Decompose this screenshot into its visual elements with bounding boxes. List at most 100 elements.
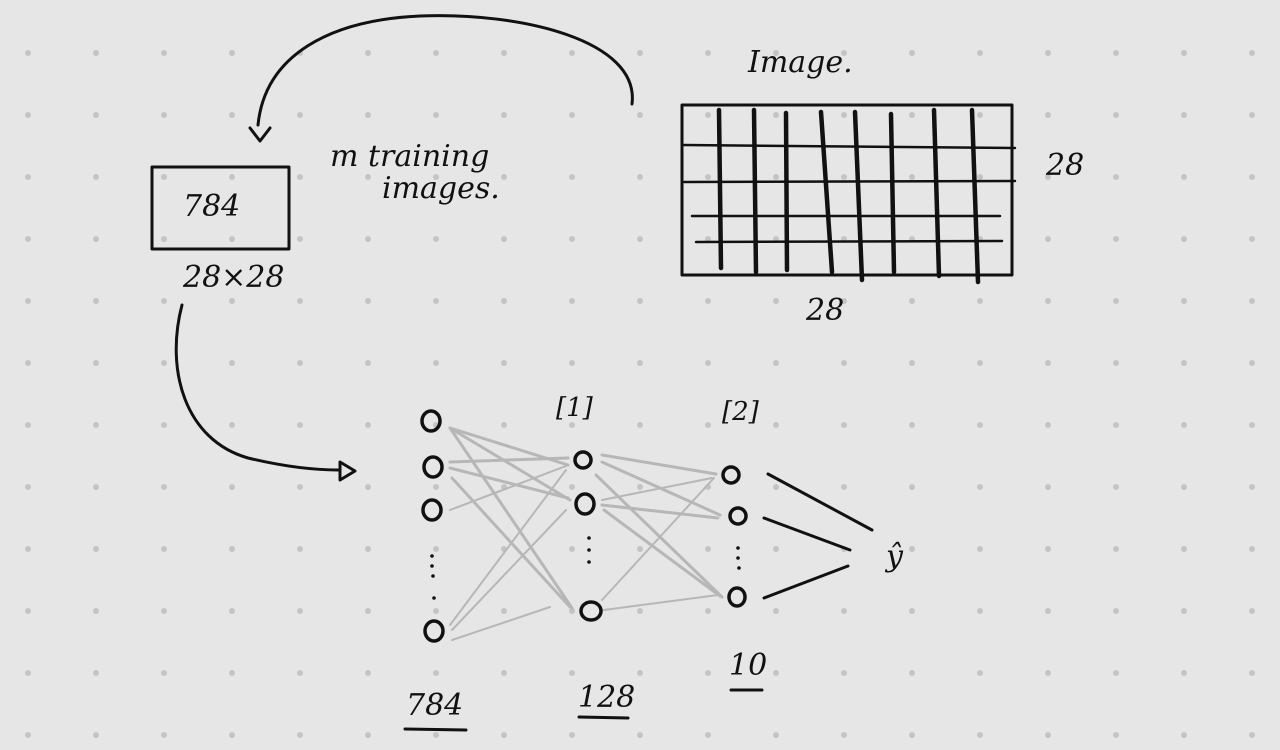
neuron-input-3 [421, 498, 443, 522]
grid-dot [1181, 174, 1187, 180]
grid-dot [977, 670, 983, 676]
grid-dot [841, 484, 847, 490]
grid-dot [705, 670, 711, 676]
training-label-line1: m training [330, 139, 489, 174]
grid-dot [909, 670, 915, 676]
grid-dot [297, 670, 303, 676]
grid-dot [365, 670, 371, 676]
grid-dot [297, 236, 303, 242]
grid-dot [637, 174, 643, 180]
grid-dot [501, 608, 507, 614]
output-count-label: 10 [729, 648, 767, 683]
grid-dot [1113, 732, 1119, 738]
neuron-input-last [423, 619, 445, 643]
grid-dot [1045, 174, 1051, 180]
grid-dot [773, 422, 779, 428]
grid-dot [1045, 50, 1051, 56]
grid-dot [1249, 50, 1255, 56]
grid-dot [705, 174, 711, 180]
neuron-input-1 [420, 409, 442, 433]
grid-dot [365, 360, 371, 366]
grid-dot [1045, 670, 1051, 676]
grid-dot [705, 732, 711, 738]
grid-dot [909, 608, 915, 614]
grid-dot [229, 360, 235, 366]
grid-dot [1249, 360, 1255, 366]
grid-dot [569, 422, 575, 428]
grid-dot [161, 608, 167, 614]
grid-dot [433, 298, 439, 304]
grid-dot [93, 236, 99, 242]
grid-dot [297, 422, 303, 428]
grid-dot [93, 484, 99, 490]
grid-dot [909, 422, 915, 428]
grid-dot [569, 360, 575, 366]
grid-dot [569, 484, 575, 490]
grid-dot [1045, 112, 1051, 118]
grid-dot [773, 608, 779, 614]
grid-dot [841, 670, 847, 676]
grid-dot [161, 360, 167, 366]
grid-dot [501, 298, 507, 304]
grid-dot [433, 484, 439, 490]
grid-dot [93, 50, 99, 56]
grid-dot [433, 608, 439, 614]
grid-dot [365, 546, 371, 552]
grid-dot [25, 670, 31, 676]
grid-dot [1113, 608, 1119, 614]
grid-dot [93, 732, 99, 738]
grid-dot [1113, 236, 1119, 242]
grid-dot [93, 174, 99, 180]
grid-dot [161, 236, 167, 242]
grid-dot [229, 236, 235, 242]
grid-dot [1181, 236, 1187, 242]
grid-dot [297, 732, 303, 738]
output-label: ŷ [884, 539, 904, 574]
layer2-label: [2] [722, 397, 760, 427]
grid-dot [365, 50, 371, 56]
grid-dot [229, 608, 235, 614]
grid-dot [705, 112, 711, 118]
grid-dot [1113, 174, 1119, 180]
grid-dot [977, 484, 983, 490]
grid-dot [977, 422, 983, 428]
grid-dot [773, 50, 779, 56]
grid-dot [637, 422, 643, 428]
grid-dot [433, 112, 439, 118]
grid-dot [637, 112, 643, 118]
grid-dot [1045, 422, 1051, 428]
grid-dot [25, 422, 31, 428]
grid-dot [1045, 608, 1051, 614]
grid-dot [773, 546, 779, 552]
grid-dot [1113, 484, 1119, 490]
grid-dot [25, 112, 31, 118]
dot-grid [25, 50, 1255, 738]
grid-dot [1113, 422, 1119, 428]
neuron-output-2 [728, 506, 748, 526]
grid-dot [161, 422, 167, 428]
grid-dot [705, 298, 711, 304]
input-vector-box [150, 165, 291, 251]
grid-dot [1181, 670, 1187, 676]
input-count-label: 784 [406, 688, 463, 723]
grid-dot [1181, 422, 1187, 428]
grid-dot [1181, 298, 1187, 304]
grid-side-label: 28 [1045, 148, 1084, 183]
neuron-output-last [727, 586, 747, 608]
grid-dot [637, 608, 643, 614]
grid-dot [909, 112, 915, 118]
grid-dot [93, 670, 99, 676]
grid-dot [637, 360, 643, 366]
grid-dot [1113, 112, 1119, 118]
grid-dot [93, 608, 99, 614]
grid-dot [1181, 484, 1187, 490]
neuron-input-2 [422, 455, 444, 479]
grid-dot [501, 360, 507, 366]
grid-dot [637, 298, 643, 304]
grid-dot [365, 422, 371, 428]
grid-dot [501, 422, 507, 428]
grid-dot [1113, 360, 1119, 366]
grid-dot [1113, 546, 1119, 552]
grid-dot [977, 546, 983, 552]
